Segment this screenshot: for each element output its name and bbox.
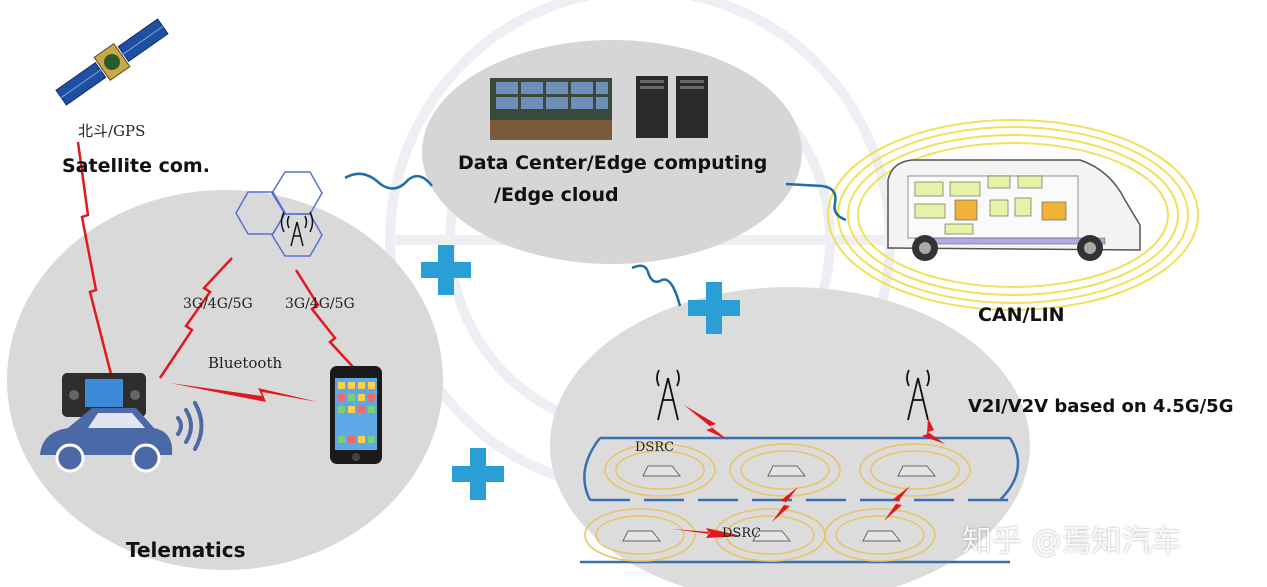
- data-center-label-line2: /Edge cloud: [494, 184, 619, 206]
- cell-tower-icon: [906, 369, 930, 421]
- bluetooth-label: Bluetooth: [208, 354, 283, 372]
- satellite-label: Satellite com.: [62, 155, 210, 177]
- data-center-label-line1: Data Center/Edge computing: [458, 152, 768, 174]
- radio-links: [76, 141, 355, 383]
- v2x-label: V2I/V2V based on 4.5G/5G: [968, 396, 1234, 417]
- v2x-radio-links: [672, 405, 945, 538]
- cellular-label-left: 3G/4G/5G: [183, 296, 253, 312]
- telematics-ellipse: [7, 190, 443, 570]
- cellular-label-right: 3G/4G/5G: [285, 296, 355, 312]
- server-icon: [636, 76, 708, 138]
- hexagon-cells: [235, 171, 323, 257]
- car-icon: [40, 408, 173, 473]
- v2x-cars: [622, 465, 937, 542]
- beidou-gps-label: 北斗/GPS: [78, 122, 146, 140]
- cell-tower-icon: [656, 369, 680, 421]
- can-lin-label: CAN/LIN: [978, 304, 1065, 326]
- phone-icon: [330, 366, 382, 464]
- cell-tower-icon: [280, 211, 314, 247]
- wifi-icon: [176, 401, 204, 451]
- network-cables: [344, 172, 847, 307]
- telematics-label: Telematics: [126, 538, 246, 562]
- satellite-icon: [55, 18, 169, 106]
- control-room-icon: [490, 78, 612, 140]
- watermark: 知乎 @焉知汽车: [962, 524, 1182, 559]
- plus-icon: [421, 245, 740, 500]
- van-block-diagram: [887, 159, 1141, 261]
- dsrc-label-bottom: DSRC: [722, 526, 762, 541]
- dsrc-rings: [584, 443, 971, 562]
- head-unit-icon: [62, 373, 146, 417]
- dsrc-label-top: DSRC: [635, 440, 675, 455]
- road-lanes: [580, 436, 1020, 564]
